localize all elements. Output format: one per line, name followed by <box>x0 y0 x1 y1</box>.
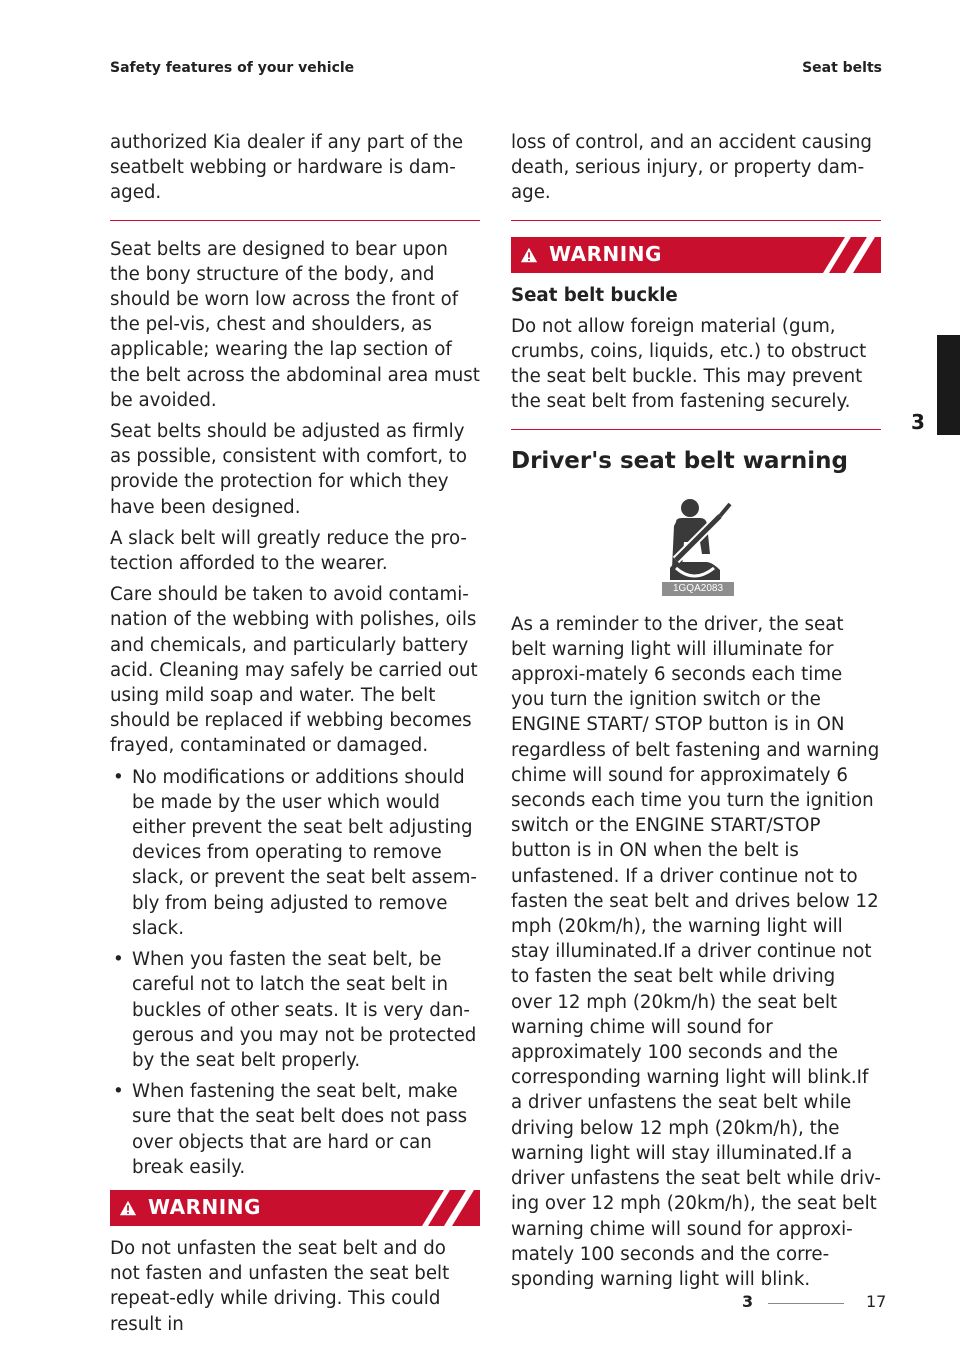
body-paragraph: Seat belts are designed to bear upon the… <box>110 238 480 411</box>
body-paragraph: Care should be taken to avoid contami-na… <box>110 584 478 757</box>
warning-banner: WARNING <box>110 1189 480 1226</box>
warning-banner: WARNING <box>511 236 881 273</box>
section-divider <box>511 219 881 221</box>
seat-belt-figure: 1GQA2083 <box>662 496 734 596</box>
right-column: loss of control, and an accident causing… <box>511 130 881 1298</box>
section-divider <box>110 219 480 221</box>
seat-belt-icon <box>670 498 732 580</box>
bullet-item: When fastening the seat belt, make sure … <box>110 1079 480 1180</box>
section-title: Driver's seat belt warning <box>511 447 848 474</box>
continuation-paragraph: loss of control, and an accident causing… <box>511 132 872 204</box>
chapter-tab-number: 3 <box>911 410 925 434</box>
figure-code: 1GQA2083 <box>662 581 734 596</box>
bullet-item: No modifications or additions should be … <box>110 765 480 941</box>
warning-text: Do not unfasten the seat belt and do not… <box>110 1237 450 1335</box>
section-divider <box>511 428 881 430</box>
warning-heading: Seat belt buckle <box>511 284 678 306</box>
footer-page-number: 17 <box>866 1292 887 1311</box>
chapter-tab <box>937 335 960 435</box>
warning-label: WARNING <box>148 1194 261 1219</box>
left-column: authorized Kia dealer if any part of the… <box>110 130 480 1343</box>
footer-divider <box>768 1303 844 1304</box>
running-header-chapter: Safety features of your vehicle <box>110 60 355 76</box>
intro-paragraph: authorized Kia dealer if any part of the… <box>110 132 464 204</box>
body-paragraph: As a reminder to the driver, the seat be… <box>511 613 881 1290</box>
body-paragraph: Seat belts should be adjusted as firmly … <box>110 421 468 518</box>
warning-stripes <box>823 236 875 273</box>
warning-icon <box>119 1200 137 1216</box>
footer-section-number: 3 <box>742 1292 754 1311</box>
warning-label: WARNING <box>549 241 662 266</box>
bullet-item: When you fasten the seat belt, be carefu… <box>110 947 480 1073</box>
running-header-section: Seat belts <box>802 60 882 76</box>
warning-stripes <box>422 1189 474 1226</box>
bullet-list: No modifications or additions should be … <box>110 765 480 1180</box>
body-paragraph: A slack belt will greatly reduce the pro… <box>110 527 468 575</box>
warning-text: Do not allow foreign material (gum, crum… <box>511 315 867 413</box>
warning-icon <box>520 247 538 262</box>
